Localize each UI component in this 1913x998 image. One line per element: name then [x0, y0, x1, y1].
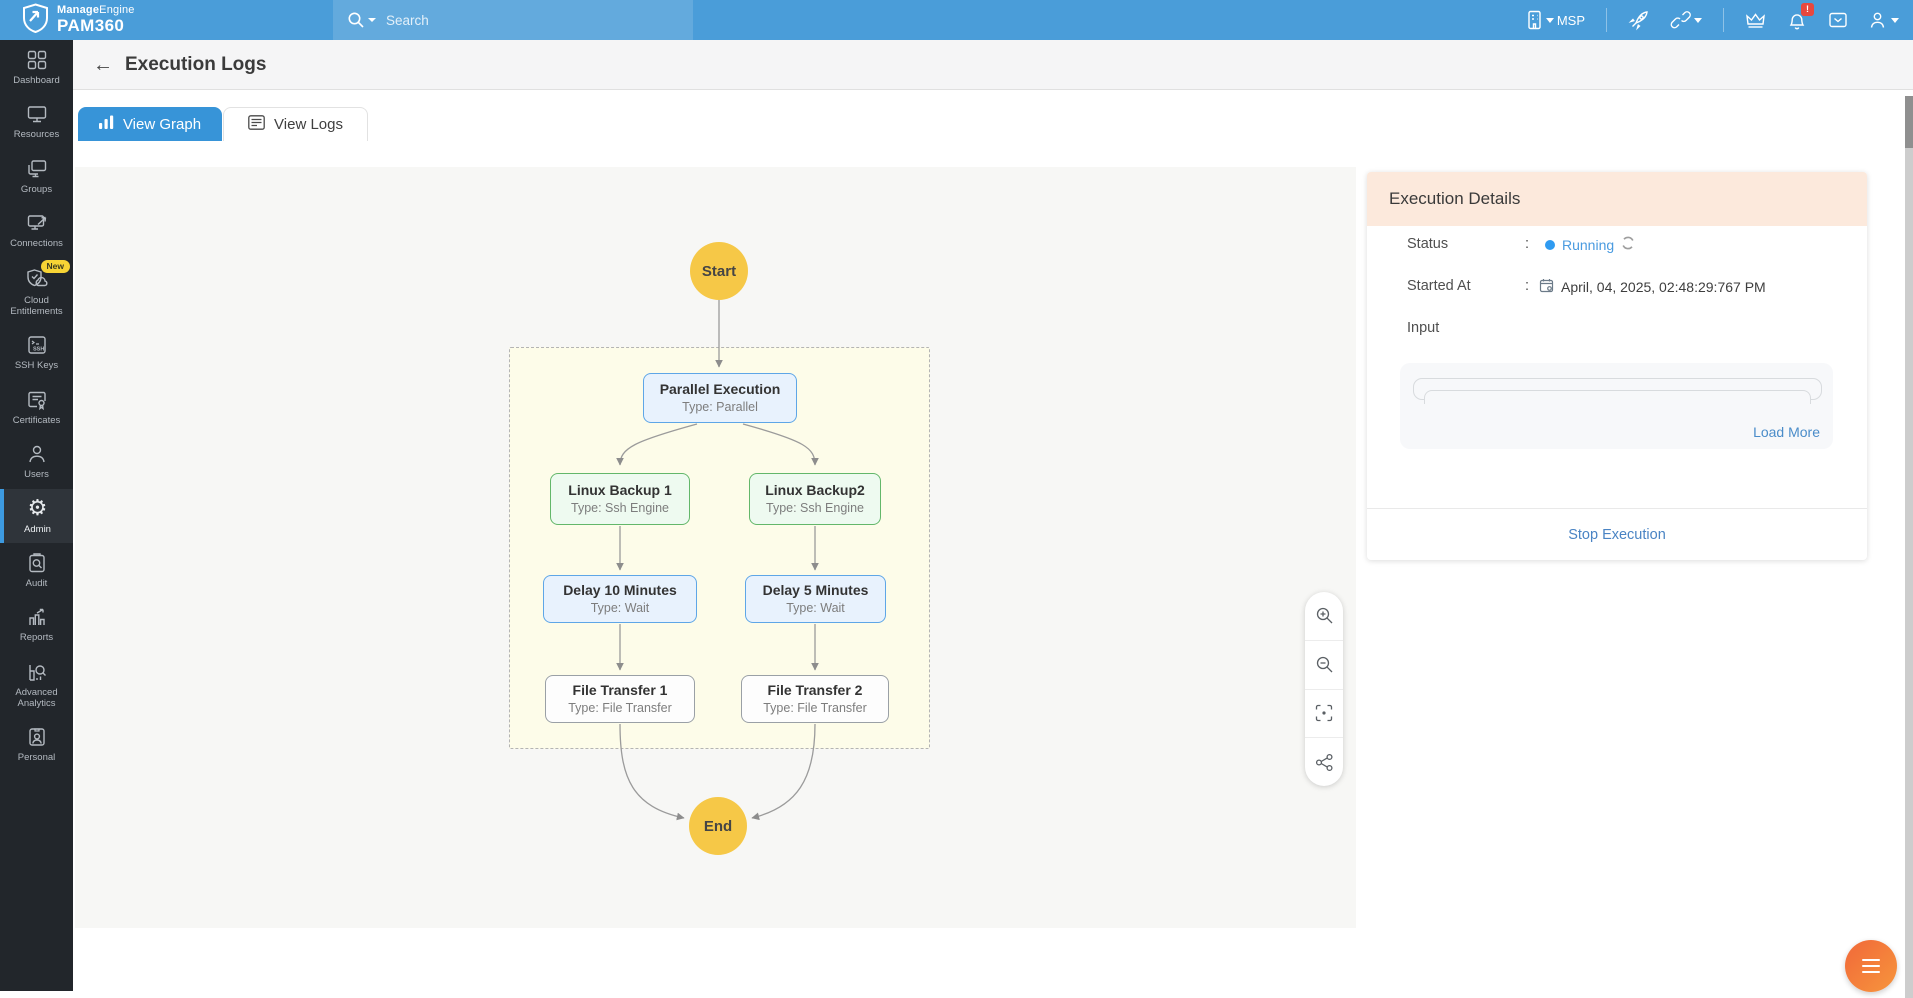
svg-text:SSH: SSH — [33, 347, 44, 353]
organization-switcher[interactable]: MSP — [1526, 10, 1585, 30]
user-icon — [26, 443, 48, 465]
node-parallel-execution[interactable]: Parallel Execution Type: Parallel — [643, 373, 797, 423]
rocket-icon[interactable] — [1628, 10, 1649, 31]
scrollbar-thumb[interactable] — [1905, 96, 1913, 148]
execution-details-panel: Execution Details Status : Running Start… — [1367, 172, 1867, 560]
cloud-shield-icon — [25, 267, 49, 291]
audit-clipboard-icon — [26, 552, 48, 574]
notification-badge: ! — [1801, 2, 1814, 16]
node-linux-backup-1[interactable]: Linux Backup 1 Type: Ssh Engine — [550, 473, 690, 525]
node-file-transfer-2[interactable]: File Transfer 2 Type: File Transfer — [741, 675, 889, 723]
monitor-icon — [26, 103, 48, 125]
tab-view-logs[interactable]: View Logs — [223, 107, 368, 141]
page-header: ← Execution Logs — [73, 40, 1913, 90]
status-dot — [1545, 239, 1555, 250]
sidebar-item-dashboard[interactable]: Dashboard — [0, 40, 73, 94]
page-title: Execution Logs — [125, 53, 267, 75]
sidebar-nav: Dashboard Resources Groups Connections — [0, 40, 73, 991]
stacked-monitors-icon — [26, 158, 48, 180]
global-search — [333, 0, 693, 40]
zoom-out-button[interactable] — [1305, 639, 1343, 689]
ssh-terminal-icon: SSH — [26, 334, 48, 356]
node-linux-backup-2[interactable]: Linux Backup2 Type: Ssh Engine — [749, 473, 881, 525]
tab-bar: View Graph View Logs — [73, 90, 1913, 167]
back-arrow-icon[interactable]: ← — [93, 53, 113, 76]
bar-chart-icon — [98, 115, 114, 133]
account-icon[interactable] — [1869, 10, 1899, 30]
gear-icon: ⚙ — [27, 495, 48, 521]
status-row: Status : Running — [1367, 236, 1867, 260]
brand-logo: ManageEngine PAM360 — [22, 0, 135, 40]
node-delay-5-minutes[interactable]: Delay 5 Minutes Type: Wait — [745, 575, 886, 623]
sidebar-item-personal[interactable]: Personal — [0, 717, 73, 771]
sidebar-item-ssh-keys[interactable]: SSH SSH Keys — [0, 325, 73, 379]
workflow-canvas[interactable]: Start Parallel Execution Type: Parallel … — [75, 167, 1356, 928]
crown-icon[interactable] — [1745, 11, 1766, 30]
scrollbar-track — [1905, 96, 1913, 998]
collapsed-json-row[interactable] — [1424, 390, 1811, 404]
notifications-bell-icon[interactable]: ! — [1787, 2, 1814, 31]
hamburger-icon — [1862, 958, 1880, 962]
search-input[interactable] — [386, 12, 636, 28]
analytics-icon — [26, 661, 48, 683]
topbar-divider — [1723, 8, 1724, 32]
sidebar-item-groups[interactable]: Groups — [0, 149, 73, 203]
msp-label: MSP — [1556, 12, 1585, 28]
topbar-divider — [1606, 8, 1607, 32]
fit-view-button[interactable] — [1305, 688, 1343, 738]
id-badge-icon — [26, 726, 48, 748]
inbox-icon[interactable] — [1828, 10, 1848, 30]
status-value: Running — [1562, 236, 1615, 253]
sidebar-item-reports[interactable]: Reports — [0, 597, 73, 651]
input-json-viewer: Load More — [1400, 363, 1833, 449]
panel-footer: Stop Execution — [1367, 508, 1867, 560]
panel-title: Execution Details — [1367, 172, 1867, 226]
workflow-edges — [616, 300, 819, 821]
top-bar: ManageEngine PAM360 MSP — [0, 0, 1913, 40]
sidebar-item-connections[interactable]: Connections — [0, 203, 73, 257]
start-node[interactable]: Start — [690, 242, 748, 300]
canvas-zoom-toolbar — [1305, 592, 1343, 786]
layout-graph-button[interactable] — [1305, 737, 1343, 786]
zoom-in-button[interactable] — [1305, 592, 1343, 640]
sidebar-item-audit[interactable]: Audit — [0, 543, 73, 597]
sidebar-item-certificates[interactable]: Certificates — [0, 380, 73, 434]
topbar-actions: MSP — [1526, 0, 1899, 40]
search-icon[interactable] — [347, 11, 376, 29]
sidebar-item-advanced-analytics[interactable]: Advanced Analytics — [0, 652, 73, 718]
new-badge: New — [40, 259, 70, 273]
started-at-row: Started At : April, 04, 2025, 02:48:29:7… — [1407, 278, 1766, 296]
pam360-shield-icon — [22, 2, 49, 38]
spinner-icon — [1621, 236, 1635, 253]
sidebar-item-resources[interactable]: Resources — [0, 94, 73, 148]
floating-menu-button[interactable] — [1845, 940, 1897, 992]
tab-view-graph[interactable]: View Graph — [78, 107, 222, 141]
end-node[interactable]: End — [689, 797, 747, 855]
dashboard-grid-icon — [26, 49, 48, 71]
node-file-transfer-1[interactable]: File Transfer 1 Type: File Transfer — [545, 675, 695, 723]
load-more-link[interactable]: Load More — [1753, 424, 1820, 440]
sidebar-item-admin[interactable]: ⚙ Admin — [0, 488, 73, 543]
brand-text: ManageEngine PAM360 — [57, 4, 135, 35]
sidebar-item-cloud-entitlements[interactable]: New Cloud Entitlements — [0, 258, 73, 326]
sidebar-item-users[interactable]: Users — [0, 434, 73, 488]
stop-execution-button[interactable]: Stop Execution — [1568, 526, 1666, 543]
node-delay-10-minutes[interactable]: Delay 10 Minutes Type: Wait — [543, 575, 697, 623]
started-at-value: April, 04, 2025, 02:48:29:767 PM — [1561, 279, 1766, 295]
certificate-icon — [26, 389, 48, 411]
reports-chart-icon — [26, 606, 48, 628]
remote-connection-icon — [26, 212, 48, 234]
input-row: Input — [1407, 320, 1440, 336]
calendar-icon — [1539, 278, 1554, 296]
log-lines-icon — [248, 115, 265, 134]
link-icon[interactable] — [1670, 10, 1702, 30]
